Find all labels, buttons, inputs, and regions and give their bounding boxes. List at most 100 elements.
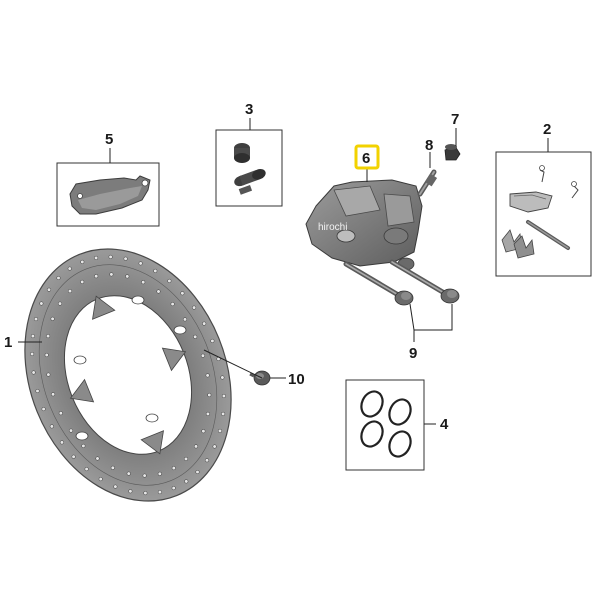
brake-disc: [24, 248, 232, 502]
disc-perforation: [204, 458, 210, 463]
disc-perforation: [212, 444, 217, 449]
disc-perforation: [221, 411, 226, 416]
retaining-kit-box: [495, 151, 592, 277]
disc-perforation: [46, 372, 51, 377]
disc-perforation: [123, 256, 128, 261]
seal-rings: [360, 390, 412, 458]
disc-perforation: [30, 351, 35, 357]
retaining-spring: [509, 191, 553, 213]
disc-perforation: [44, 352, 49, 358]
callout-7: 7: [451, 111, 459, 128]
disc-perforation: [167, 278, 172, 283]
callout-3: 3: [245, 101, 253, 118]
disc-bolt-hole: [73, 355, 87, 365]
disc-perforation: [205, 411, 210, 416]
disc-perforation: [94, 255, 99, 260]
bleed-cap: [444, 144, 461, 161]
disc-perforation: [195, 469, 200, 475]
disc-perforation: [200, 353, 205, 358]
disc-perforation: [171, 466, 176, 471]
disc-perforation: [50, 316, 55, 321]
callout-10: 10: [288, 371, 305, 388]
disc-perforation: [182, 317, 188, 322]
caliper-bolt: [343, 261, 414, 306]
callout-4: 4: [440, 416, 449, 433]
disc-perforation: [31, 370, 36, 375]
disc-perforation: [141, 280, 146, 285]
disc-perforation: [108, 254, 113, 259]
disc-bolt-hole: [145, 413, 159, 423]
bleed-valve: [417, 169, 438, 197]
watermark-text: hirochi: [318, 222, 347, 233]
disc-perforation: [113, 484, 118, 489]
brake-caliper: hirochi: [305, 179, 423, 271]
disc-perforation: [46, 334, 51, 339]
caliper-bolt: [389, 259, 460, 304]
retaining-pin: [526, 220, 570, 250]
disc-perforation: [67, 289, 73, 294]
disc-perforation: [221, 393, 226, 399]
bushing-upper: [234, 143, 250, 163]
disc-bolt-hole: [131, 295, 145, 305]
disc-perforation: [180, 291, 185, 296]
disc-perforation: [207, 392, 212, 398]
disc-bolt-hole: [75, 431, 89, 441]
disc-perforation: [49, 424, 54, 429]
disc-bolt-hole: [173, 325, 187, 335]
retaining-clips: [539, 165, 579, 199]
callout-8: 8: [425, 137, 433, 154]
disc-perforation: [80, 279, 85, 284]
brake-pads-box: [56, 162, 160, 227]
anti-rattle-plates: [501, 229, 535, 259]
disc-perforation: [33, 317, 39, 322]
disc-perforation: [67, 266, 72, 271]
callout-2: 2: [543, 121, 551, 138]
brake-pad-shape: [69, 175, 151, 215]
disc-perforation: [157, 471, 162, 476]
bushings-box: [215, 129, 283, 207]
disc-perforation: [142, 473, 147, 478]
disc-perforation: [109, 272, 114, 277]
disc-perforation: [110, 465, 115, 470]
disc-perforation: [125, 274, 130, 279]
disc-perforation: [143, 491, 148, 496]
disc-perforation: [138, 261, 143, 266]
disc-perforation: [71, 454, 76, 459]
leader-lines: [18, 118, 549, 425]
disc-perforation: [126, 471, 131, 476]
disc-perforation: [171, 486, 176, 491]
disc-perforation: [51, 392, 56, 397]
disc-perforation: [39, 301, 44, 306]
seal-kit-box: [345, 379, 425, 471]
disc-perforation: [201, 429, 206, 434]
disc-perforation: [98, 477, 103, 482]
disc-perforation: [56, 275, 61, 281]
disc-perforation: [68, 428, 74, 433]
disc-perforation: [170, 302, 175, 307]
disc-perforation: [46, 287, 52, 292]
callout-6: 6: [362, 150, 370, 167]
disc-perforation: [94, 274, 99, 279]
disc-perforation: [157, 490, 162, 495]
disc-perforation: [128, 489, 133, 494]
disc-perforation: [41, 407, 46, 412]
callout-labels: 1 2 3 4 5 6 7 8 9 10: [4, 101, 551, 433]
disc-perforation: [193, 334, 198, 339]
disc-perforation: [184, 479, 189, 484]
disc-perforation: [202, 321, 207, 326]
disc-perforation: [220, 375, 225, 380]
disc-perforation: [205, 373, 210, 378]
disc-perforation: [80, 259, 85, 264]
disc-perforation: [156, 289, 161, 294]
disc-perforation: [35, 388, 40, 394]
disc-perforation: [81, 443, 86, 448]
bushing-lower: [234, 169, 266, 195]
callout-9: 9: [409, 345, 417, 362]
disc-perforation: [95, 456, 100, 461]
disc-perforations: [30, 254, 226, 496]
disc-perforation: [84, 467, 89, 472]
callout-5: 5: [105, 131, 113, 148]
disc-perforation: [183, 456, 189, 461]
callout-1: 1: [4, 334, 12, 351]
